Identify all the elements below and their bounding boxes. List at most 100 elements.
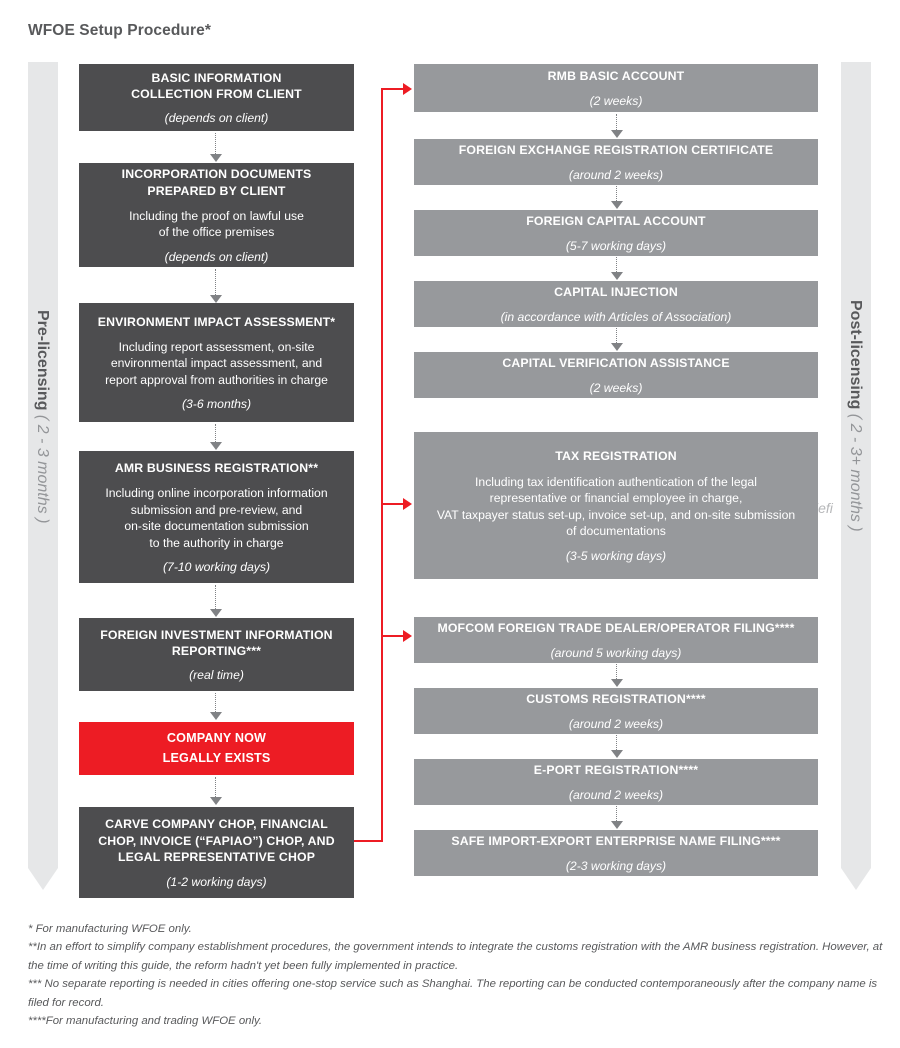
node-title: MOFCOM FOREIGN TRADE DEALER/OPERATOR FIL… [437,621,795,636]
red-connector-from-carve-chop [354,840,383,842]
node-foreign-exchange-registration-certificate[interactable]: FOREIGN EXCHANGE REGISTRATION CERTIFICAT… [414,139,818,185]
phase-bar-post-licensing-body [841,62,871,868]
phase-bar-pre-licensing-body [28,62,58,868]
node-duration: (5-7 working days) [565,238,667,253]
node-body: Including tax identification authenticat… [436,474,796,539]
node-duration: (depends on client) [164,249,269,264]
phase-bar-post-licensing-tip [841,868,871,890]
connector-dotted-arrow [209,133,222,162]
node-duration: (real time) [189,668,244,683]
connector-dotted-arrow [610,664,623,687]
node-title: ENVIRONMENT IMPACT ASSESSMENT* [97,314,336,329]
node-duration: (around 2 weeks) [568,716,664,731]
connector-dotted-arrow [610,806,623,829]
connector-arrowhead-icon [209,609,222,617]
node-body: Including online incorporation informati… [105,486,328,550]
node-capital-verification-assistance[interactable]: CAPITAL VERIFICATION ASSISTANCE (2 weeks… [414,352,818,398]
node-title: FOREIGN CAPITAL ACCOUNT [526,214,706,229]
node-title: RMB BASIC ACCOUNT [547,69,685,84]
node-customs-registration[interactable]: CUSTOMS REGISTRATION**** (around 2 weeks… [414,688,818,734]
connector-stem [616,806,617,821]
connector-arrowhead-icon [209,154,222,162]
node-duration: (1-2 working days) [166,874,267,889]
connector-stem [215,777,216,797]
footnotes: * For manufacturing WFOE only. **In an e… [28,920,883,1031]
node-safe-import-export-enterprise-name-filing[interactable]: SAFE IMPORT-EXPORT ENTERPRISE NAME FILIN… [414,830,818,876]
connector-stem [616,257,617,272]
node-title: E-PORT REGISTRATION**** [533,763,699,778]
connector-stem [616,328,617,343]
node-tax-registration[interactable]: TAX REGISTRATION Including tax identific… [414,432,818,579]
connector-arrowhead-icon [610,343,623,351]
red-arrowhead-icon [403,83,412,95]
node-amr-business-registration[interactable]: AMR BUSINESS REGISTRATION** Including on… [79,451,354,583]
connector-stem [215,424,216,442]
connector-dotted-arrow [610,186,623,209]
connector-arrowhead-icon [610,201,623,209]
red-arrowhead-icon [403,630,412,642]
connector-stem [215,693,216,712]
node-duration: (in accordance with Articles of Associat… [500,309,732,324]
phase-label-post-licensing-strong: Post-licensing [847,300,864,410]
node-duration: (around 5 working days) [550,645,682,660]
connector-dotted-arrow [610,257,623,280]
connector-dotted-arrow [209,693,222,720]
node-rmb-basic-account[interactable]: RMB BASIC ACCOUNT (2 weeks) [414,64,818,112]
connector-dotted-arrow [610,735,623,758]
phase-bar-pre-licensing-tip [28,868,58,890]
phase-label-post-licensing: Post-licensing ( 2 - 3+ months ) [846,300,864,532]
connector-stem [616,735,617,750]
node-duration: (depends on client) [164,111,269,126]
phase-label-post-licensing-soft: ( 2 - 3+ months ) [847,409,864,532]
connector-dotted-arrow [610,328,623,351]
node-mofcom-foreign-trade-dealer-operator-filing[interactable]: MOFCOM FOREIGN TRADE DEALER/OPERATOR FIL… [414,617,818,663]
node-duration: (3-5 working days) [565,548,667,563]
footnote-4: ****For manufacturing and trading WFOE o… [28,1015,263,1028]
connector-arrowhead-icon [610,130,623,138]
connector-arrowhead-icon [610,679,623,687]
node-title: SAFE IMPORT-EXPORT ENTERPRISE NAME FILIN… [451,834,781,849]
connector-dotted-arrow [209,269,222,303]
background-watermark-text: iefi [815,500,833,516]
node-duration: (2-3 working days) [565,858,667,873]
node-duration: (around 2 weeks) [568,167,664,182]
phase-bar-pre-licensing [28,62,58,890]
node-duration: (2 weeks) [589,93,643,108]
node-capital-injection[interactable]: CAPITAL INJECTION (in accordance with Ar… [414,281,818,327]
node-duration: (2 weeks) [589,380,643,395]
node-duration: (around 2 weeks) [568,787,664,802]
node-duration: (3-6 months) [181,397,252,412]
node-duration: (7-10 working days) [162,560,271,575]
connector-stem [616,186,617,201]
connector-stem [616,664,617,679]
red-branch-to-tax-registration [381,503,405,505]
node-title: CAPITAL VERIFICATION ASSISTANCE [502,356,730,371]
connector-arrowhead-icon [209,712,222,720]
phase-label-pre-licensing: Pre-licensing ( 2 - 3 months ) [33,310,51,523]
red-branch-to-rmb-basic-account [381,88,405,90]
red-branch-to-mofcom-filing [381,635,405,637]
node-e-port-registration[interactable]: E-PORT REGISTRATION**** (around 2 weeks) [414,759,818,805]
node-foreign-capital-account[interactable]: FOREIGN CAPITAL ACCOUNT (5-7 working day… [414,210,818,256]
connector-stem [215,269,216,295]
node-environment-impact-assessment[interactable]: ENVIRONMENT IMPACT ASSESSMENT* Including… [79,303,354,422]
connector-arrowhead-icon [610,821,623,829]
connector-dotted-arrow [209,424,222,450]
red-arrowhead-icon [403,498,412,510]
connector-arrowhead-icon [209,442,222,450]
node-title: CAPITAL INJECTION [554,285,678,300]
phase-label-pre-licensing-strong: Pre-licensing [34,310,51,411]
connector-stem [616,114,617,130]
node-title: AMR BUSINESS REGISTRATION** [114,460,319,475]
connector-arrowhead-icon [209,797,222,805]
